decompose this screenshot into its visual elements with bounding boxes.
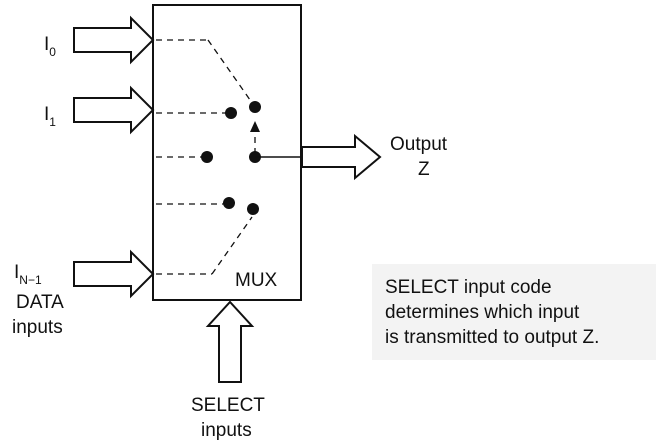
input-label-in1: IN−1: [14, 262, 42, 287]
output-label-line2: Z: [418, 159, 430, 180]
note-line3: is transmitted to output Z.: [385, 327, 599, 348]
input-label-i1: I1: [44, 104, 56, 129]
output-label-line1: Output: [390, 134, 448, 155]
input-arrow-i1: [73, 85, 155, 135]
contact-low-right: [247, 203, 259, 215]
select-label-line2: inputs: [201, 420, 252, 441]
contact-mid-left: [201, 151, 213, 163]
note-line2: determines which input: [385, 302, 580, 323]
note-background: [372, 264, 656, 360]
contact-i1-right: [249, 101, 261, 113]
contact-i1-left: [225, 107, 237, 119]
contact-low-left: [223, 197, 235, 209]
internal-dashed-lines: [156, 39, 256, 275]
selector-arrowhead: [250, 121, 260, 132]
data-inputs-label-line1: DATA: [16, 292, 64, 313]
input-arrow-i0: [73, 15, 155, 65]
input-arrow-in1: [73, 249, 155, 299]
select-label-line1: SELECT: [191, 395, 265, 416]
mux-label: MUX: [235, 270, 278, 291]
output-arrow: [301, 133, 382, 181]
input-label-i0: I0: [44, 34, 56, 59]
data-inputs-label-line2: inputs: [12, 317, 63, 338]
mux-box: [152, 4, 302, 301]
note-line1: SELECT input code: [385, 277, 552, 298]
select-input-arrow: [205, 300, 255, 383]
switch-contacts: [201, 101, 261, 215]
